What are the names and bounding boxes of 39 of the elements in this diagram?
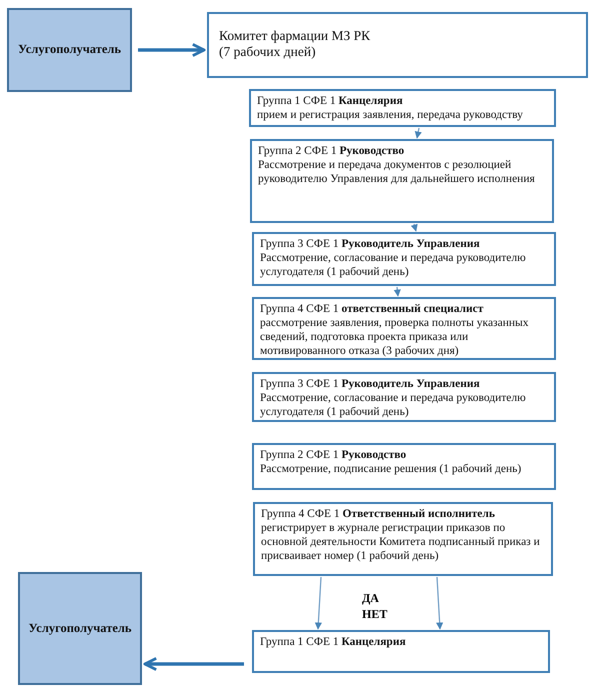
- process-box: [252, 443, 556, 490]
- branch-label: ДА: [362, 591, 379, 606]
- step-description: рассмотрение заявления, проверка полноты указанных сведений, подготовка проекта приказа или мотивированного отказа (3 рабочих дня): [260, 316, 530, 358]
- process-box: [252, 372, 556, 422]
- arrow: [138, 43, 206, 57]
- client-box: [7, 8, 132, 92]
- client-box: [18, 572, 142, 685]
- step-heading: Группа 3 СФЕ 1 Руководитель Управления: [260, 377, 481, 392]
- process-box: [249, 89, 556, 127]
- process-box: [252, 297, 556, 360]
- step-description: регистрирует в журнале регистрации приказов по основной деятельности Комитета подписанный приказ и присваивает номер (1 рабочий день): [261, 521, 541, 564]
- step-heading: Группа 1 СФЕ 1 Канцелярия: [257, 94, 404, 108]
- branch-label: НЕТ: [362, 607, 388, 622]
- step-heading: Комитет фармации МЗ РК: [219, 28, 372, 44]
- step-heading: Группа 3 СФЕ 1 Руководитель Управления: [260, 237, 481, 252]
- step-description: Рассмотрение, подписание решения (1 рабочий день): [260, 462, 522, 476]
- process-box: [252, 232, 556, 286]
- step-description: (7 рабочих дней): [219, 44, 317, 61]
- arrow: [144, 657, 244, 671]
- step-description: Рассмотрение, согласование и передача руководителю услугодателя (1 рабочий день): [260, 391, 527, 420]
- step-heading: Услугополучатель: [28, 620, 132, 636]
- step-heading: Группа 4 СФЕ 1 Ответственный исполнитель: [261, 507, 496, 522]
- step-description: прием и регистрация заявления, передача руководству: [257, 108, 524, 122]
- arrow: [410, 224, 418, 232]
- step-heading: Группа 2 СФЕ 1 Руководство: [258, 144, 406, 158]
- step-heading: Группа 2 СФЕ 1 Руководство: [260, 448, 408, 462]
- step-heading: Услугополучатель: [18, 42, 122, 58]
- step-description: Рассмотрение, согласование и передача руководителю услугодателя (1 рабочий день): [260, 251, 527, 280]
- step-heading: Группа 4 СФЕ 1 ответственный специалист: [260, 302, 484, 316]
- process-box: [253, 502, 553, 576]
- process-box: [252, 630, 550, 673]
- arrow: [436, 576, 444, 630]
- committee-box: [207, 12, 588, 78]
- arrow: [394, 286, 401, 297]
- step-description: Рассмотрение и передача документов с резолюцией руководителю Управления для дальнейшего исполнения: [258, 158, 536, 186]
- step-heading: Группа 1 СФЕ 1 Канцелярия: [260, 635, 407, 650]
- arrow: [414, 128, 422, 139]
- arrow: [314, 576, 322, 630]
- process-box: [250, 139, 554, 223]
